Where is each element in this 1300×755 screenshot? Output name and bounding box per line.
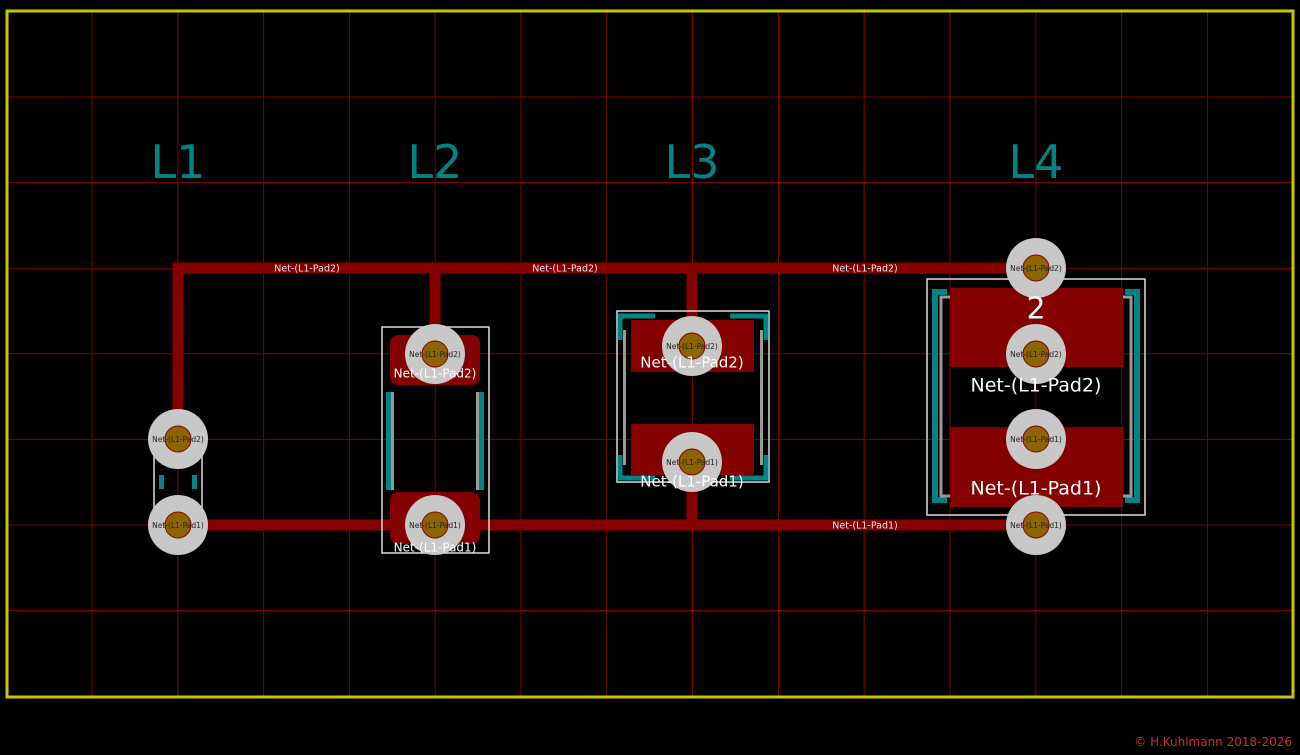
via-net-label: Net-(L1-Pad1) (409, 521, 461, 530)
via[interactable]: Net-(L1-Pad1) (405, 495, 465, 555)
via[interactable]: Net-(L1-Pad1) (1006, 409, 1066, 469)
ref-l1: L1 (151, 135, 206, 189)
via-drill (421, 511, 449, 539)
via-net-label: Net-(L1-Pad2) (1010, 350, 1062, 359)
pad-net-label: Net-(L1-Pad1) (394, 541, 477, 555)
track-net-label: Net-(L1-Pad1) (832, 521, 897, 532)
pad-net-label: Net-(L1-Pad1) (640, 473, 743, 491)
pad-net-label: Net-(L1-Pad1) (971, 478, 1102, 500)
via[interactable]: Net-(L1-Pad2) (405, 324, 465, 384)
via-drill (1022, 340, 1050, 368)
track-net-label: Net-(L1-Pad2) (274, 264, 339, 275)
via-net-label: Net-(L1-Pad1) (1010, 521, 1062, 530)
via[interactable]: Net-(L1-Pad2) (1006, 324, 1066, 384)
pad-net-label: Net-(L1-Pad2) (394, 367, 477, 381)
pad-labels: Net-(L1-Pad2) Net-(L1-Pad1) Net-(L1-Pad2… (394, 292, 1102, 555)
via-drill (164, 511, 192, 539)
via-drill (1022, 511, 1050, 539)
via-net-label: Net-(L1-Pad2) (666, 342, 718, 351)
via-drill (421, 340, 449, 368)
track-net-label: Net-(L1-Pad2) (832, 264, 897, 275)
via-net-label: Net-(L1-Pad1) (666, 458, 718, 467)
board-edge (5, 9, 1295, 699)
via[interactable]: Net-(L1-Pad2) (148, 409, 208, 469)
via[interactable]: Net-(L1-Pad1) (148, 495, 208, 555)
via[interactable]: Net-(L1-Pad2) (662, 316, 722, 376)
track-net-label: Net-(L1-Pad2) (532, 264, 597, 275)
via[interactable]: Net-(L1-Pad1) (662, 432, 722, 492)
via-drill (678, 332, 706, 360)
via-net-label: Net-(L1-Pad2) (409, 350, 461, 359)
pad-number: 2 (1026, 292, 1045, 327)
via-drill (164, 425, 192, 453)
vias: Net-(L1-Pad2) Net-(L1-Pad1) Net-(L1-Pad2) N… (148, 238, 1066, 555)
ref-l2: L2 (408, 135, 463, 189)
via-drill (1022, 425, 1050, 453)
via-net-label: Net-(L1-Pad1) (152, 521, 204, 530)
ref-l3: L3 (665, 135, 720, 189)
copyright: © H.Kuhlmann 2018-2026 (1134, 735, 1292, 749)
pad-net-label: Net-(L1-Pad2) (971, 375, 1102, 397)
via-drill (678, 448, 706, 476)
ref-l4: L4 (1009, 135, 1064, 189)
via-drill (1022, 254, 1050, 282)
via-net-label: Net-(L1-Pad1) (1010, 435, 1062, 444)
via-net-label: Net-(L1-Pad2) (1010, 264, 1062, 273)
via[interactable]: Net-(L1-Pad2) (1006, 238, 1066, 298)
via[interactable]: Net-(L1-Pad1) (1006, 495, 1066, 555)
via-net-label: Net-(L1-Pad2) (152, 435, 204, 444)
pad-net-label: Net-(L1-Pad2) (640, 354, 743, 372)
